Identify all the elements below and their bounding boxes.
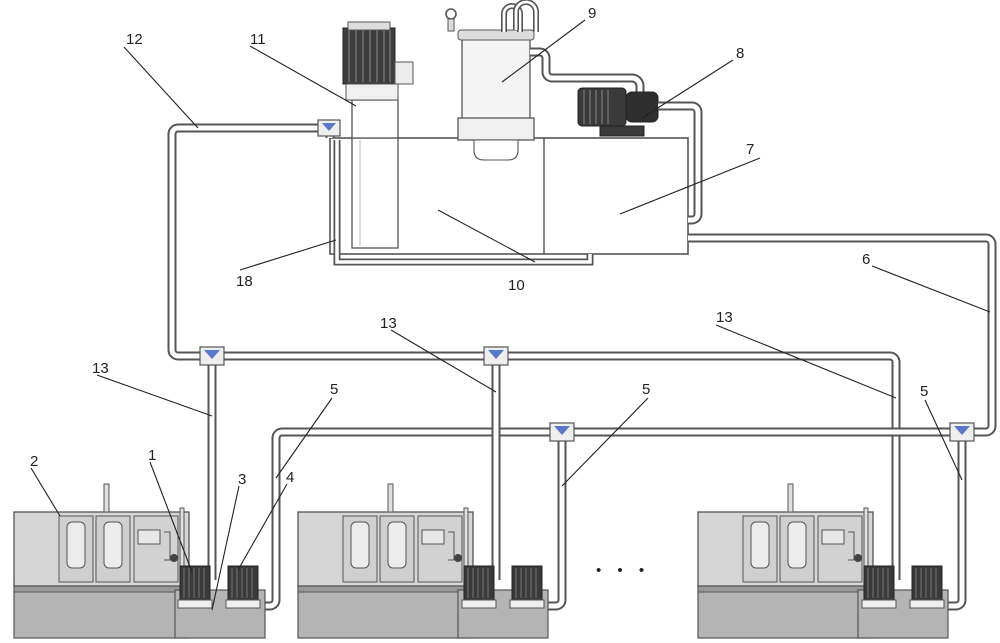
machine-tool-n xyxy=(697,483,949,639)
tee-fitting xyxy=(549,422,575,442)
leader-lines xyxy=(30,19,991,611)
label-8: 8 xyxy=(736,45,744,62)
filter-canister xyxy=(445,0,645,161)
tee-fitting xyxy=(949,422,975,442)
machine-tool-1 xyxy=(13,483,266,639)
label-5c: 5 xyxy=(920,383,928,400)
ellipsis-text: • • • xyxy=(596,562,650,579)
tee-fitting xyxy=(483,346,509,366)
machine-tool-2 xyxy=(297,483,549,639)
label-4: 4 xyxy=(286,469,294,486)
tee-fitting xyxy=(317,119,341,137)
vertical-pump-motor xyxy=(342,21,414,139)
label-7: 7 xyxy=(746,141,754,158)
label-2: 2 xyxy=(30,453,38,470)
tee-fitting xyxy=(199,346,225,366)
label-18: 18 xyxy=(236,273,253,290)
label-13a: 13 xyxy=(380,315,397,332)
label-13c: 13 xyxy=(92,360,109,377)
label-10: 10 xyxy=(508,277,525,294)
label-6: 6 xyxy=(862,251,870,268)
pipe-network xyxy=(167,119,997,611)
transfer-pump xyxy=(577,87,703,225)
label-3: 3 xyxy=(238,471,246,488)
label-5a: 5 xyxy=(330,381,338,398)
part-labels: 12 11 9 8 7 10 18 6 13 13 13 5 5 5 2 1 3… xyxy=(30,5,928,488)
label-5b: 5 xyxy=(642,381,650,398)
label-13b: 13 xyxy=(716,309,733,326)
label-11: 11 xyxy=(250,31,266,48)
label-9: 9 xyxy=(588,5,596,22)
label-12: 12 xyxy=(126,31,143,48)
label-1: 1 xyxy=(148,447,156,464)
